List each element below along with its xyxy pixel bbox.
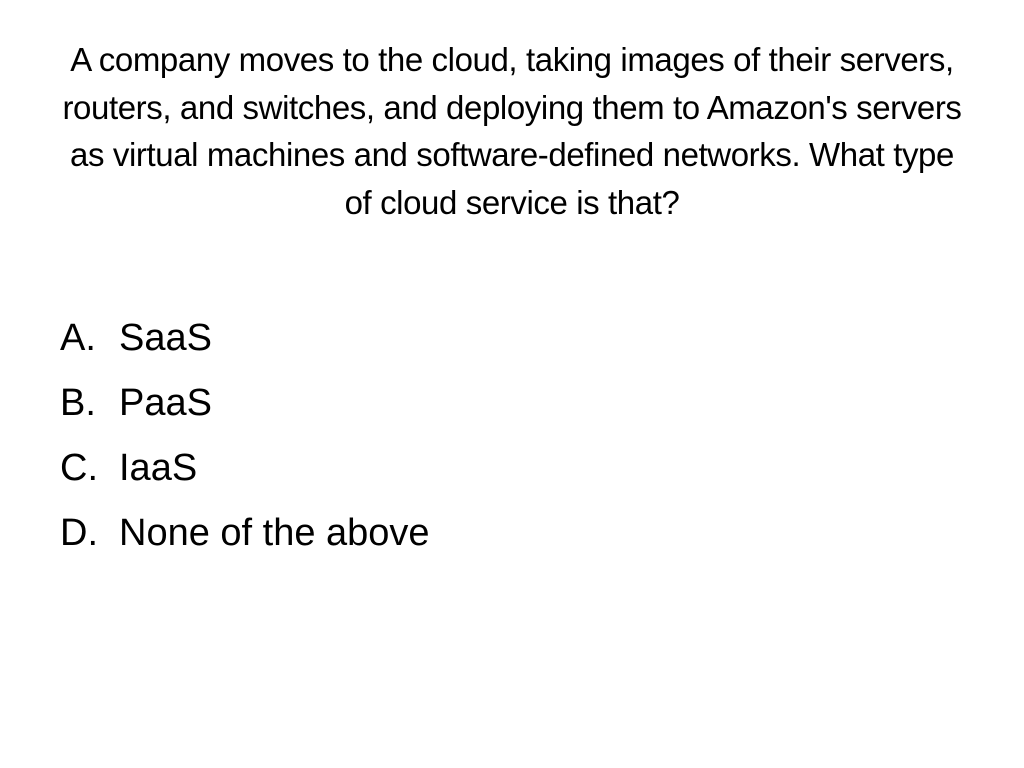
- answer-text: SaaS: [119, 317, 212, 359]
- answer-text: None of the above: [119, 512, 430, 554]
- answer-letter: D.: [60, 512, 98, 554]
- answer-letter: C.: [60, 447, 98, 489]
- answer-option-a: A. SaaS: [60, 313, 940, 378]
- answer-text: IaaS: [119, 447, 198, 489]
- answer-letter: A.: [60, 317, 96, 359]
- answer-option-c: C. IaaS: [60, 443, 940, 508]
- question-text: A company moves to the cloud, taking ima…: [62, 41, 962, 221]
- answer-list: A. SaaS B. PaaS C. IaaS D. None of the a…: [60, 313, 940, 573]
- answer-letter: B.: [60, 382, 96, 424]
- answer-option-b: B. PaaS: [60, 378, 940, 443]
- answer-text: PaaS: [119, 382, 212, 424]
- answer-option-d: D. None of the above: [60, 508, 940, 573]
